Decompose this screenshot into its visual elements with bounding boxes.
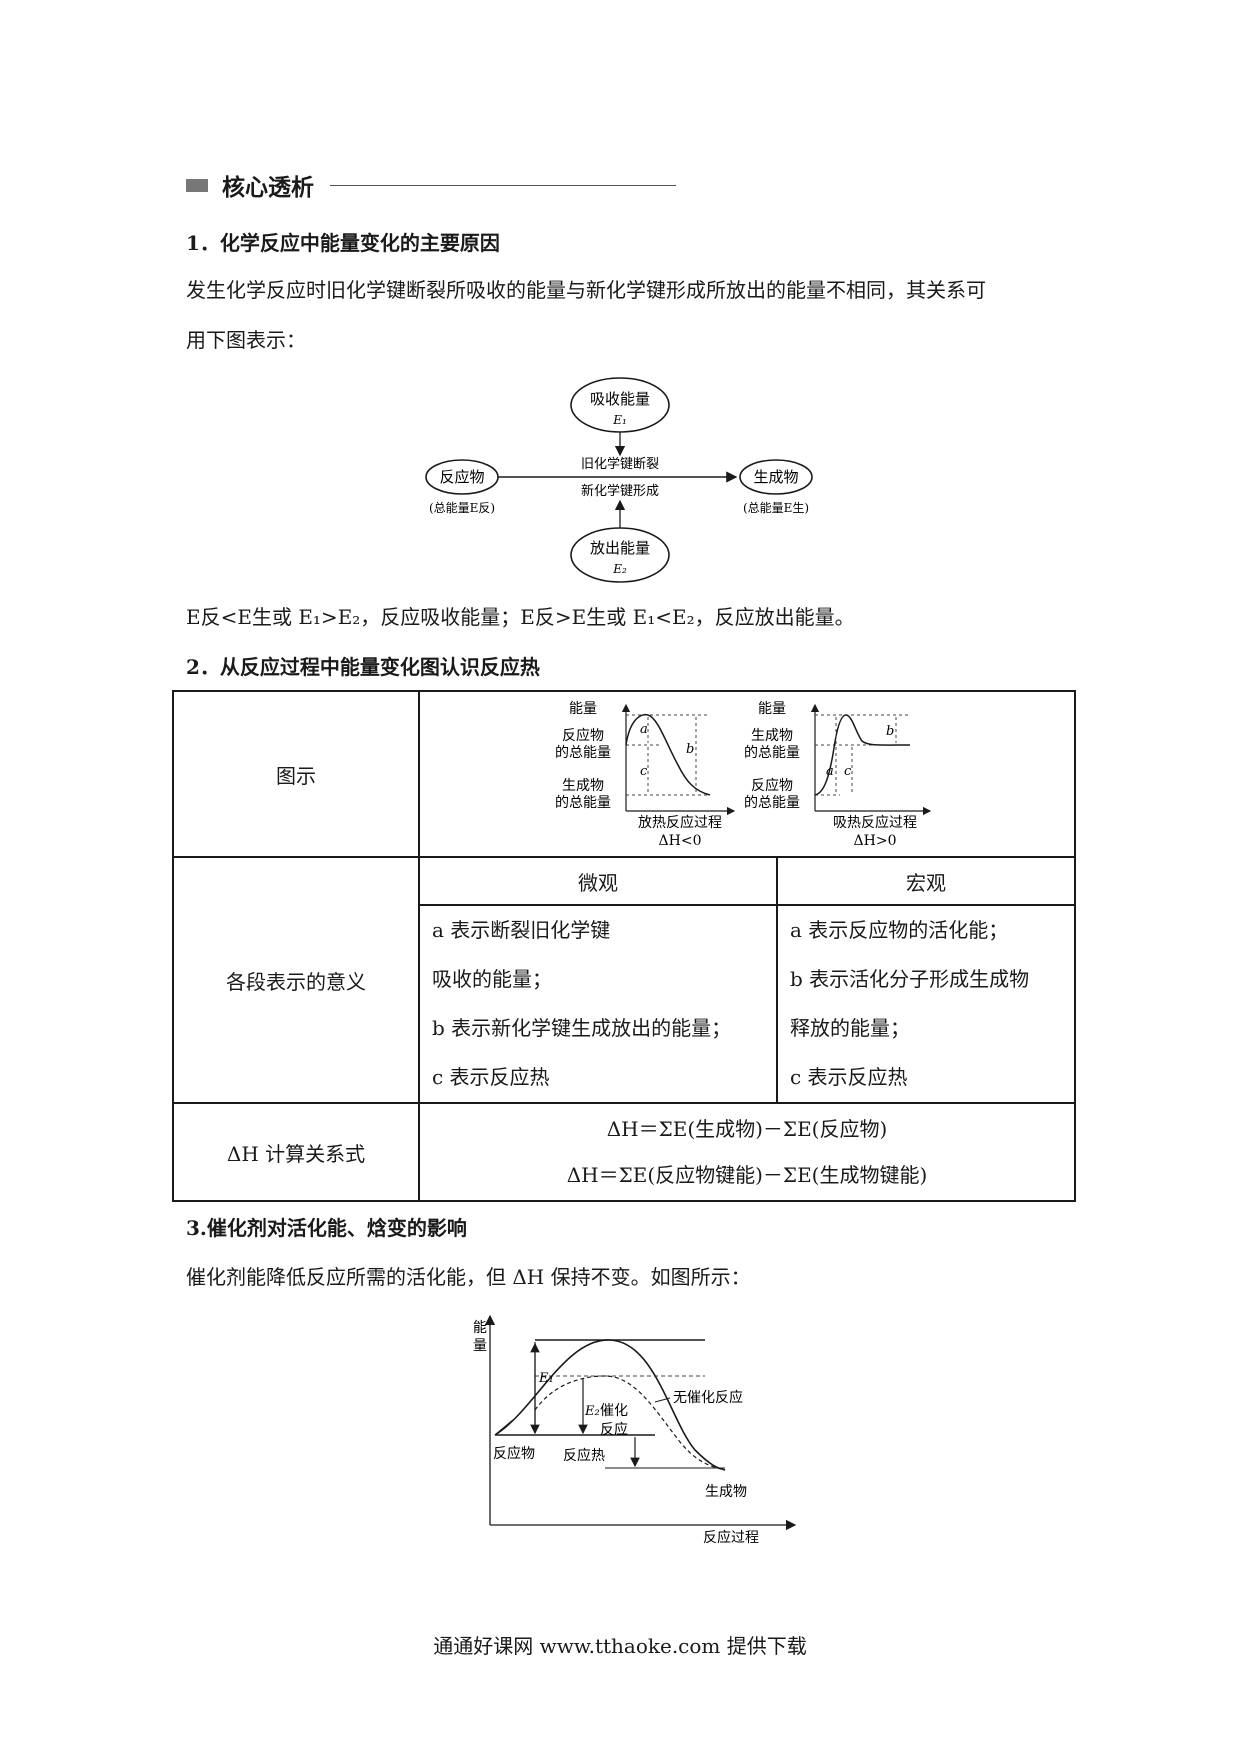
micro-header: 微观 bbox=[418, 856, 778, 906]
product-label: 生成物 bbox=[705, 1484, 747, 1500]
macro-header: 宏观 bbox=[776, 856, 1076, 906]
svg-text:b: b bbox=[886, 724, 894, 739]
s3-heading: 3.催化剂对活化能、焓变的影响 bbox=[186, 1216, 467, 1240]
svg-text:反应物: 反应物 bbox=[751, 777, 793, 794]
energy-relation-diagram: 吸收能量 E₁ 反应物 (总能量E反) 生成物 (总能量E生) 旧化学键断裂 新… bbox=[425, 377, 813, 583]
formula-bond-energies: ΔH＝ΣE(反应物键能)－ΣE(生成物键能) bbox=[566, 1163, 928, 1187]
svg-text:生成物: 生成物 bbox=[751, 728, 793, 744]
uncatalyzed-label: 无催化反应 bbox=[673, 1389, 743, 1406]
uncatalyzed-curve bbox=[494, 1339, 726, 1471]
svg-text:反应物: 反应物 bbox=[562, 727, 604, 744]
section-title: 核心透析 bbox=[222, 175, 314, 201]
svg-text:ΔH>0: ΔH>0 bbox=[854, 833, 897, 849]
svg-text:c: c bbox=[640, 764, 648, 779]
section-header: 核心透析 bbox=[186, 168, 676, 202]
y-axis-label-2: 量 bbox=[473, 1338, 487, 1354]
reaction-heat-table: 图示 能量 反应物 的总能量 生成物 的总能量 bbox=[172, 690, 1076, 1202]
release-label: 放出能量 bbox=[590, 539, 650, 557]
catalyst-energy-diagram: 能 量 E₁ E₂ 催化 反应 无催化反应 反应物 反应热 生成物 反应过程 bbox=[473, 1314, 797, 1546]
macro-line: b 表示活化分子形成生成物 bbox=[790, 967, 1030, 991]
svg-text:生成物: 生成物 bbox=[562, 778, 604, 794]
table-row: 图示 能量 反应物 的总能量 生成物 的总能量 bbox=[172, 690, 1076, 858]
svg-text:a: a bbox=[640, 722, 648, 737]
heat-label: 反应热 bbox=[563, 1447, 605, 1464]
section-square-icon bbox=[186, 178, 208, 192]
energy-profile-diagrams: 能量 反应物 的总能量 生成物 的总能量 a c b 放热反应过程 bbox=[555, 701, 932, 849]
row-label-formula: ΔH 计算关系式 bbox=[172, 1102, 420, 1202]
break-bonds-label: 旧化学键断裂 bbox=[581, 456, 659, 472]
macro-line: a 表示反应物的活化能； bbox=[790, 918, 1009, 942]
catalyzed-label-2: 反应 bbox=[600, 1421, 628, 1438]
row-label-diagram: 图示 bbox=[172, 690, 420, 858]
formula-cell: ΔH＝ΣE(生成物)－ΣE(反应物) ΔH＝ΣE(反应物键能)－ΣE(生成物键能… bbox=[418, 1102, 1076, 1202]
s2-heading: 2．从反应过程中能量变化图认识反应热 bbox=[186, 655, 540, 679]
micro-line: a 表示断裂旧化学键 bbox=[432, 918, 611, 942]
release-sub: E₂ bbox=[612, 562, 627, 576]
micro-line: c 表示反应热 bbox=[432, 1065, 550, 1089]
product-label: 生成物 bbox=[753, 468, 798, 486]
svg-text:的总能量: 的总能量 bbox=[555, 795, 611, 811]
macro-line: c 表示反应热 bbox=[790, 1065, 908, 1089]
footer-text: 通通好课网 www.tthaoke.com 提供下载 bbox=[433, 1634, 807, 1658]
reactant-label: 反应物 bbox=[439, 468, 484, 486]
release-ellipse bbox=[570, 527, 670, 583]
s1-para-line1: 发生化学反应时旧化学键断裂所吸收的能量与新化学键形成所放出的能量不相同，其关系可 bbox=[186, 278, 986, 302]
endothermic-diagram: 能量 生成物 的总能量 反应物 的总能量 a c b 吸热反应过程 bbox=[744, 701, 932, 849]
absorb-label: 吸收能量 bbox=[590, 390, 650, 408]
svg-text:a: a bbox=[826, 764, 834, 779]
product-sub: (总能量E生) bbox=[743, 501, 809, 515]
s3-para: 催化剂能降低反应所需的活化能，但 ΔH 保持不变。如图所示： bbox=[186, 1265, 751, 1289]
section-rule bbox=[330, 184, 676, 186]
catalyzed-label-1: 催化 bbox=[600, 1403, 628, 1419]
svg-text:的总能量: 的总能量 bbox=[744, 745, 800, 761]
table-row: 各段表示的意义 微观 宏观 bbox=[172, 856, 1076, 1104]
absorb-sub: E₁ bbox=[612, 413, 627, 427]
svg-text:能量: 能量 bbox=[758, 701, 786, 717]
diagram-cell: 能量 反应物 的总能量 生成物 的总能量 a c b 放热反应过程 bbox=[418, 690, 1076, 858]
product-ellipse bbox=[739, 459, 813, 495]
macro-cell: a 表示反应物的活化能； b 表示活化分子形成生成物 释放的能量； c 表示反应… bbox=[776, 904, 1076, 1104]
catalyzed-curve bbox=[534, 1375, 726, 1471]
form-bonds-label: 新化学键形成 bbox=[581, 483, 659, 499]
s1-para-line2: 用下图表示： bbox=[186, 328, 306, 352]
table-row: a 表示断裂旧化学键 吸收的能量； b 表示新化学键生成放出的能量； c 表示反… bbox=[173, 904, 1076, 1104]
reactant-label: 反应物 bbox=[493, 1445, 535, 1462]
exothermic-diagram: 能量 反应物 的总能量 生成物 的总能量 a c b 放热反应过程 bbox=[555, 701, 736, 849]
e1-label: E₁ bbox=[538, 1371, 554, 1386]
svg-text:吸热反应过程: 吸热反应过程 bbox=[833, 814, 917, 831]
svg-text:的总能量: 的总能量 bbox=[555, 745, 611, 761]
y-axis-label-1: 能 bbox=[473, 1320, 487, 1336]
reactant-sub: (总能量E反) bbox=[429, 501, 495, 515]
s1-heading: 1．化学反应中能量变化的主要原因 bbox=[186, 231, 500, 255]
row-label-meaning: 各段表示的意义 bbox=[172, 856, 420, 1104]
table-row: ΔH 计算关系式 ΔH＝ΣE(生成物)－ΣE(反应物) ΔH＝ΣE(反应物键能)… bbox=[172, 1102, 1076, 1202]
e2-label: E₂ bbox=[584, 1404, 600, 1419]
svg-text:的总能量: 的总能量 bbox=[744, 795, 800, 811]
micro-cell: a 表示断裂旧化学键 吸收的能量； b 表示新化学键生成放出的能量； c 表示反… bbox=[418, 904, 778, 1104]
macro-line: 释放的能量； bbox=[790, 1016, 910, 1040]
s1-summary: E反<E生或 E₁>E₂，反应吸收能量；E反>E生或 E₁<E₂，反应放出能量。 bbox=[186, 605, 855, 629]
micro-line: 吸收的能量； bbox=[432, 967, 552, 991]
micro-line: b 表示新化学键生成放出的能量； bbox=[432, 1016, 732, 1040]
svg-text:放热反应过程: 放热反应过程 bbox=[638, 814, 722, 831]
svg-text:能量: 能量 bbox=[569, 701, 597, 717]
svg-text:b: b bbox=[686, 742, 694, 757]
svg-text:c: c bbox=[844, 764, 852, 779]
x-axis-label: 反应过程 bbox=[703, 1529, 759, 1546]
svg-text:ΔH<0: ΔH<0 bbox=[659, 833, 702, 849]
formula-products-minus-reactants: ΔH＝ΣE(生成物)－ΣE(反应物) bbox=[606, 1117, 888, 1141]
